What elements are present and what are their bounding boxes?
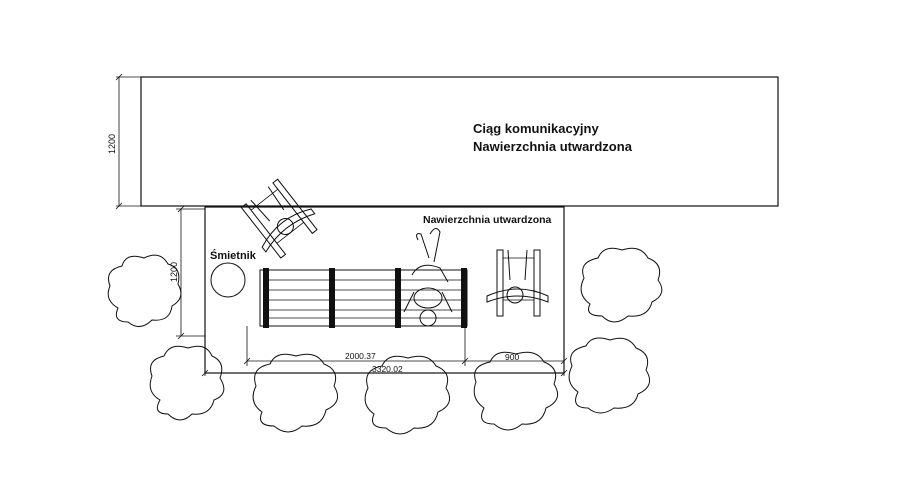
pad-depth-dimension: 1200 [169, 205, 205, 340]
trash-bin-symbol [210, 262, 246, 298]
shrub-bottom-3 [364, 355, 451, 435]
wheelchair-space-label: 900 [505, 352, 519, 362]
bench-length-dimension: 2000.37 [243, 326, 469, 366]
corridor-dimension: 1200 [107, 73, 141, 210]
shrub-bottom-right [568, 337, 651, 414]
corridor-label-line2: Nawierzchnia utwardzona [473, 139, 633, 154]
total-length-dimension: 3320.02 [201, 364, 568, 377]
corridor-width-label: 1200 [107, 134, 117, 154]
shrub-bottom-4 [473, 351, 559, 431]
shrub-right [580, 247, 663, 323]
pad-depth-label: 1200 [169, 262, 179, 282]
corridor-area [140, 76, 779, 207]
shrub-left [107, 254, 182, 327]
rest-pad-label: Nawierzchnia utwardzona [423, 214, 552, 226]
total-length-label: 3320.02 [372, 364, 403, 374]
shrub-bottom-1 [149, 345, 225, 421]
wheelchair-user-left-symbol [240, 178, 318, 259]
wheelchair-user-right-symbol [486, 249, 549, 317]
corridor-label-line1: Ciąg komunikacyjny [473, 121, 599, 136]
trash-bin-label: Śmietnik [210, 249, 257, 262]
bench-length-label: 2000.37 [345, 351, 376, 361]
shrub-symbols [107, 247, 663, 435]
shrub-bottom-2 [252, 353, 339, 433]
person-on-bench-symbol [403, 228, 453, 327]
wheelchair-space-dimension: 900 [465, 340, 568, 376]
